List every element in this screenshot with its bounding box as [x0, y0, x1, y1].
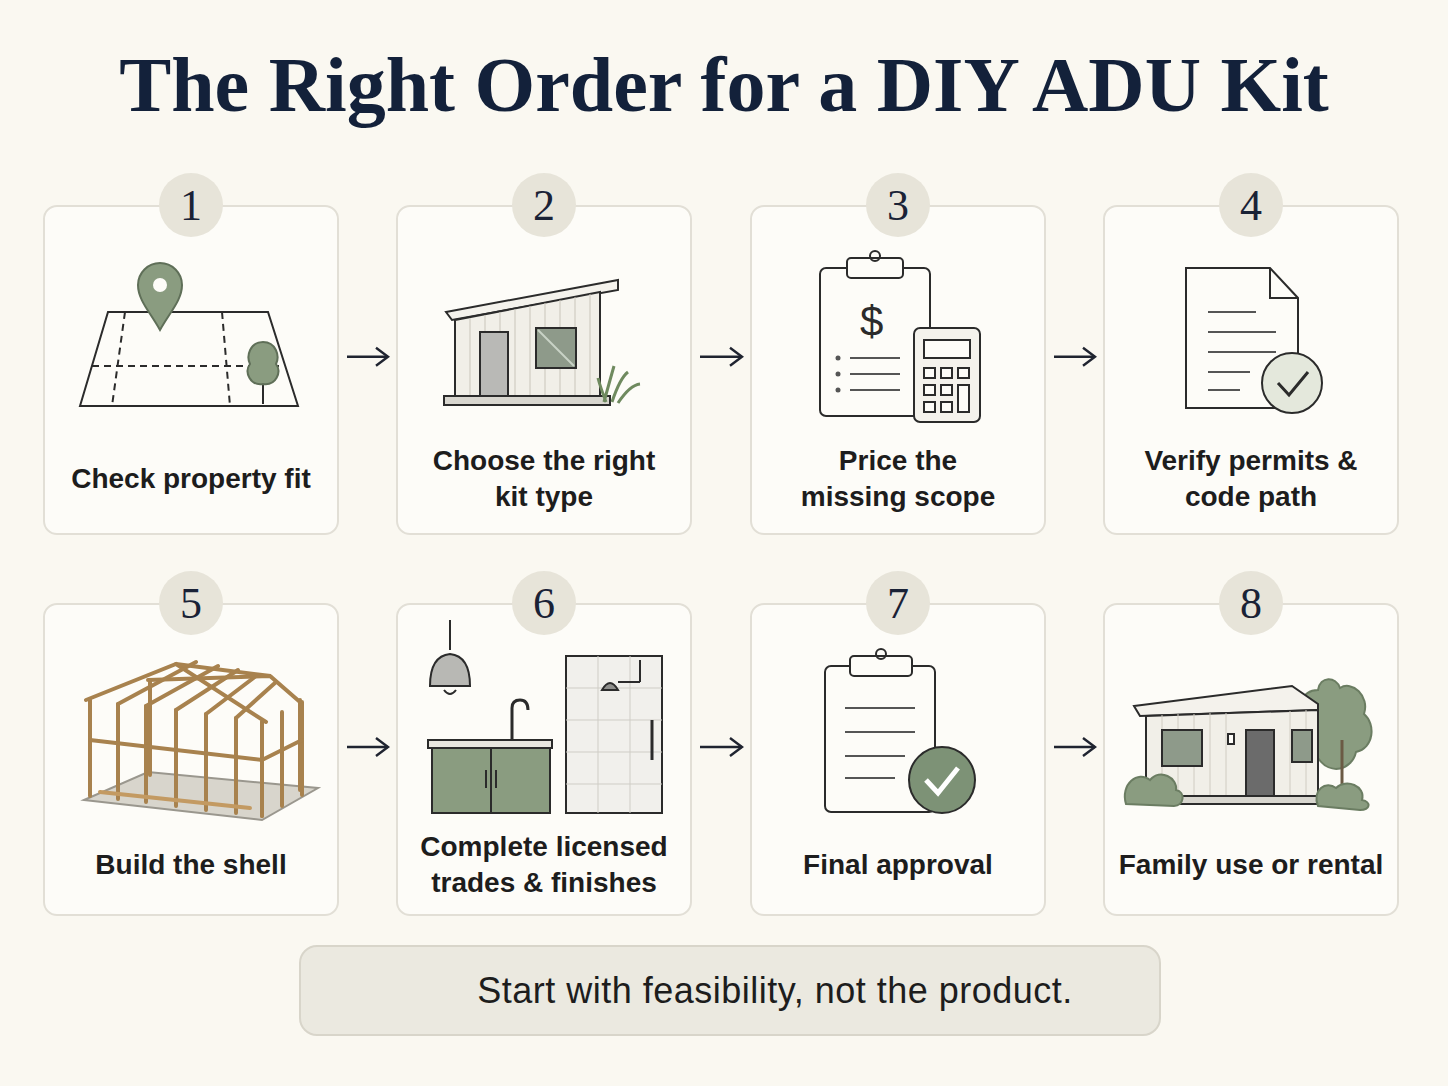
- label-area: Price the missing scope: [752, 429, 1044, 529]
- step-card: Final approval7: [750, 603, 1046, 916]
- takeaway-banner: Start with feasibility, not the product.: [299, 945, 1161, 1036]
- flow-arrow: [1054, 356, 1095, 358]
- step-label: Build the shell: [95, 847, 286, 883]
- arrow-head: [1083, 738, 1095, 756]
- banner-text: Start with feasibility, not the product.: [477, 970, 1073, 1012]
- step-label: Family use or rental: [1119, 847, 1384, 883]
- callout-number: 4: [1240, 180, 1262, 231]
- arrow-head: [730, 348, 742, 366]
- step-label: Complete licensed trades & finishes: [409, 829, 679, 902]
- label-area: Build the shell: [45, 817, 337, 913]
- step-number: 1: [159, 173, 223, 237]
- callout-number: 5: [180, 578, 202, 629]
- label-area: Family use or rental: [1105, 817, 1397, 913]
- step-number: 8: [1219, 571, 1283, 635]
- svg-text:$: $: [860, 298, 883, 345]
- step-number: 2: [512, 173, 576, 237]
- timber-frame-icon: [84, 662, 318, 820]
- step-label: Verify permits & code path: [1116, 443, 1386, 516]
- callout-number: 1: [180, 180, 202, 231]
- step-number: 3: [866, 173, 930, 237]
- step-card: Verify permits & code path4: [1103, 205, 1399, 535]
- step-label: Final approval: [803, 847, 993, 883]
- label-area: Verify permits & code path: [1105, 429, 1397, 529]
- approval-clipboard-icon: [825, 649, 975, 813]
- label-area: Final approval: [752, 817, 1044, 913]
- label-area: Complete licensed trades & finishes: [398, 817, 690, 913]
- step-card: Build the shell5: [43, 603, 339, 916]
- budget-icon: $: [820, 251, 980, 422]
- flow-arrow: [1054, 746, 1095, 748]
- step-card: Choose the right kit type2: [396, 205, 692, 535]
- step-card: Price the missing scope3: [750, 205, 1046, 535]
- step-card: Family use or rental8: [1103, 603, 1399, 916]
- step-number: 6: [512, 571, 576, 635]
- flow-arrow: [700, 746, 742, 748]
- callout-number: 3: [887, 180, 909, 231]
- arrow-head: [376, 348, 388, 366]
- step-label: Price the missing scope: [783, 443, 1013, 516]
- step-card: Check property fit1: [43, 205, 339, 535]
- callout-number: 7: [887, 578, 909, 629]
- step-label: Choose the right kit type: [424, 443, 664, 516]
- finishes-icon: [428, 620, 662, 813]
- callout-number: 6: [533, 578, 555, 629]
- step-card: Complete licensed trades & finishes6: [396, 603, 692, 916]
- step-number: 7: [866, 571, 930, 635]
- flow-arrow: [700, 356, 742, 358]
- step-number: 5: [159, 571, 223, 635]
- label-area: Choose the right kit type: [398, 429, 690, 529]
- label-area: Check property fit: [45, 429, 337, 529]
- permit-document-icon: [1186, 268, 1322, 413]
- kit-house-icon: [444, 280, 640, 405]
- arrow-head: [730, 738, 742, 756]
- callout-number: 2: [533, 180, 555, 231]
- callout-number: 8: [1240, 578, 1262, 629]
- flow-arrow: [347, 356, 388, 358]
- arrow-head: [376, 738, 388, 756]
- step-label: Check property fit: [71, 461, 311, 497]
- flow-arrow: [347, 746, 388, 748]
- title: The Right Order for a DIY ADU Kit: [0, 40, 1448, 130]
- step-number: 4: [1219, 173, 1283, 237]
- card-fills: [43, 205, 1399, 916]
- finished-house-icon: [1125, 679, 1372, 810]
- property-map-icon: [80, 263, 298, 406]
- arrow-head: [1083, 348, 1095, 366]
